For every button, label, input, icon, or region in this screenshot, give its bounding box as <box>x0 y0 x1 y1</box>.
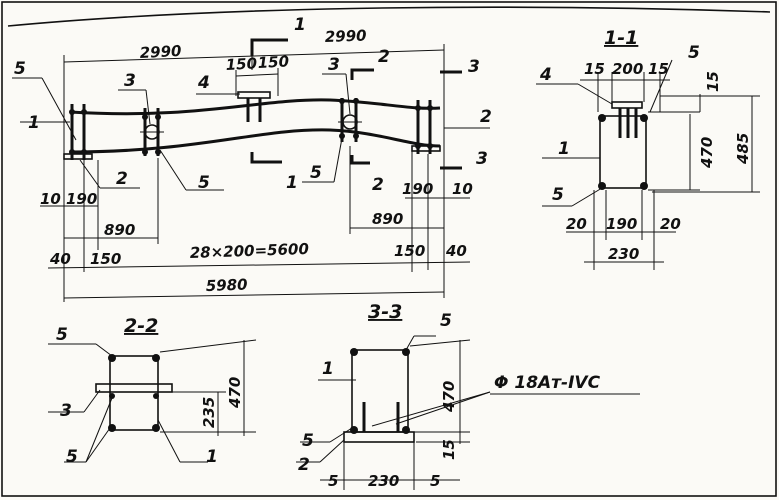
sec2-dim-470: 470 <box>226 377 244 409</box>
cut-1-top <box>250 38 288 56</box>
dim-bottom-spacing: 28×200=5600 <box>190 240 310 262</box>
sec3-dim-15: 15 <box>440 439 458 460</box>
sec2-callout-5-top: 5 <box>56 325 68 345</box>
section-2-2-loop-bar <box>95 383 173 393</box>
sec3-dim-5a: 5 <box>328 472 338 490</box>
dim-150-a: 150 <box>225 54 257 74</box>
sec1-dim-200: 200 <box>612 60 643 78</box>
callout-1-bottom: 1 <box>286 173 298 193</box>
end-plate-left <box>63 153 93 160</box>
end-plate-right <box>411 145 441 152</box>
sec3-callout-1: 1 <box>322 359 334 379</box>
sec1-dim-230: 230 <box>608 245 639 263</box>
weld-dots <box>69 98 433 155</box>
sec2-callout-1: 1 <box>206 447 218 467</box>
callout-5-mid: 5 <box>310 163 322 183</box>
sec1-callout-5-top: 5 <box>688 43 700 63</box>
callout-5-left: 5 <box>14 59 26 79</box>
main-dimension-lines <box>40 44 471 302</box>
section-2-2-stirrup <box>109 355 159 431</box>
section-2-2-title: 2-2 <box>124 315 158 337</box>
section-1-1-title: 1-1 <box>604 27 638 49</box>
rebar-spec-note: Φ 18Aт-IVC <box>494 373 601 393</box>
callout-1-top: 1 <box>294 15 306 35</box>
sec2-callout-5-bottom: 5 <box>66 447 78 467</box>
dim-right-890: 890 <box>372 210 403 228</box>
sec1-dim-15b: 15 <box>648 60 669 78</box>
sec1-dim-190: 190 <box>606 215 637 233</box>
callout-4: 4 <box>197 73 210 93</box>
dim-top-right-2990: 2990 <box>325 27 367 46</box>
dim-right-190: 190 <box>402 180 433 198</box>
dim-bottom-40-left: 40 <box>49 250 71 268</box>
section-1-1-plate <box>611 101 643 109</box>
dim-bottom-40-right: 40 <box>445 242 467 260</box>
callout-3-left: 3 <box>124 71 136 91</box>
dim-150-b: 150 <box>257 52 289 72</box>
cut-2-bottom <box>350 155 370 165</box>
section-3-3-title: 3-3 <box>368 301 402 323</box>
section-2-2: 2-2 470 235 5 3 5 1 <box>48 315 257 467</box>
sec1-dim-15r: 15 <box>704 71 722 92</box>
dim-bottom-150-right: 150 <box>394 242 425 260</box>
dim-left-890: 890 <box>104 221 135 239</box>
sec1-callout-1: 1 <box>558 139 570 159</box>
sec1-callout-5-bottom: 5 <box>552 185 564 205</box>
sec3-dim-230: 230 <box>368 472 399 490</box>
callout-2-bottom: 2 <box>372 175 384 195</box>
sec3-callout-5-top: 5 <box>440 311 452 331</box>
bottom-rebar-line <box>69 128 441 154</box>
sec1-dim-20b: 20 <box>660 215 681 233</box>
section-3-3-end-plate <box>343 431 415 443</box>
cut-1-bottom <box>250 152 282 164</box>
sec1-dim-485: 485 <box>734 133 752 165</box>
dim-top-left-2990: 2990 <box>139 42 182 62</box>
callout-2-top: 2 <box>378 47 390 67</box>
dim-right-10: 10 <box>452 180 473 198</box>
sec3-dim-470: 470 <box>440 381 458 413</box>
section-3-3-dim-lines <box>296 335 640 490</box>
section-3-3-corner-bars <box>350 348 410 434</box>
sec2-callout-3: 3 <box>60 401 72 421</box>
section-1-1-corner-bars <box>598 114 648 190</box>
callout-2-right: 2 <box>480 107 492 127</box>
section-1-1-stirrup <box>599 115 647 189</box>
callout-2-left: 2 <box>116 169 128 189</box>
main-elevation: 2990 2990 150 150 10 190 890 190 10 890 … <box>12 15 492 302</box>
sheet-torn-edge <box>7 6 771 27</box>
sec1-callout-4: 4 <box>539 65 552 85</box>
section-1-1: 1-1 15 200 15 15 <box>536 27 760 270</box>
section-2-2-dim-lines <box>48 339 257 463</box>
section-3-3-stirrup <box>351 349 409 433</box>
sec3-dim-5b: 5 <box>430 472 440 490</box>
sec3-callout-2: 2 <box>298 455 310 475</box>
callout-1-left: 1 <box>28 113 40 133</box>
dim-left-190: 190 <box>66 190 97 208</box>
section-2-2-corner-bars <box>108 354 160 432</box>
cut-2-top <box>350 68 374 80</box>
sec1-dim-15a: 15 <box>584 60 605 78</box>
sec1-dim-20a: 20 <box>566 215 587 233</box>
sec2-dim-235: 235 <box>200 397 218 428</box>
callout-3-mid: 3 <box>328 55 340 75</box>
callout-3-right-bottom: 3 <box>476 149 488 169</box>
dim-overall-5980: 5980 <box>206 276 248 295</box>
main-leader-lines <box>12 73 490 191</box>
embedded-plate <box>237 91 271 99</box>
section-3-3: 3-3 470 15 5 230 5 5 <box>296 301 640 490</box>
callout-5-left-bottom: 5 <box>198 173 210 193</box>
top-rebar-line <box>69 98 441 116</box>
sec1-dim-470: 470 <box>698 137 716 169</box>
dim-bottom-150-left: 150 <box>90 250 121 268</box>
section-1-1-dim-lines <box>536 59 760 270</box>
sec3-callout-5-bottom: 5 <box>302 431 314 451</box>
callout-3-right-top: 3 <box>468 57 480 77</box>
dim-left-10: 10 <box>40 190 61 208</box>
